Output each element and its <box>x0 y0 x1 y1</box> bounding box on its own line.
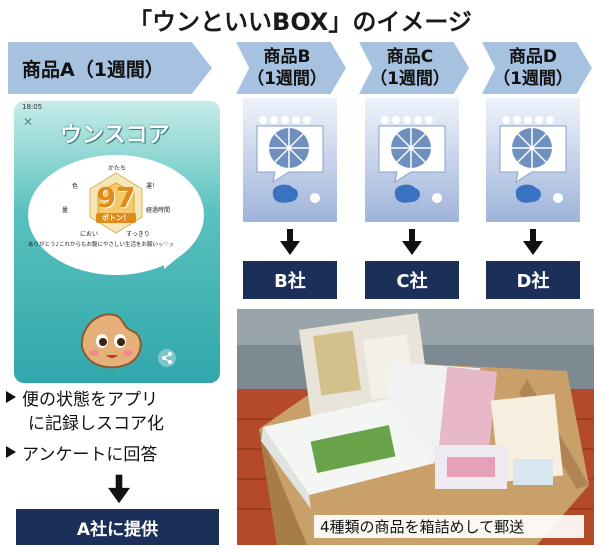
step-product-d-name: 商品D <box>508 47 558 67</box>
speech-bubble-tail <box>164 251 186 269</box>
company-b-box: B社 <box>243 261 337 299</box>
score-unit: ポトン！ <box>96 213 136 223</box>
box-photo <box>237 309 594 545</box>
bullet-survey-text: アンケートに回答 <box>22 445 158 465</box>
axis-label-refreshed: すっきり <box>126 231 150 238</box>
step-product-b-period: （1週間） <box>247 69 327 89</box>
stool-icon <box>499 116 567 203</box>
step-product-b: 商品B （1週間） <box>236 42 346 94</box>
box-photo-illustration <box>237 309 594 545</box>
photo-caption: 4種類の商品を箱詰めして郵送 <box>314 515 584 538</box>
bullet-record-line1: 便の状態をアプリ <box>22 390 158 410</box>
axis-label-shape: かたち <box>108 165 127 172</box>
triangle-bullet-icon <box>6 391 16 403</box>
app-message: ありがとう♪これからもお腹にやさしい生活をお願いッ♡ッ <box>28 242 174 248</box>
mascot-character <box>80 313 142 369</box>
score-value: 97 <box>96 181 136 214</box>
step-product-c: 商品C （1週間） <box>359 42 469 94</box>
close-icon[interactable]: ✕ <box>23 115 34 129</box>
axis-label-luck: 運！ <box>146 183 159 190</box>
page-title: 「ウンといいBOX」のイメージ <box>128 8 472 36</box>
step-product-a: 商品A（1週間） <box>8 42 212 94</box>
step-product-d-period: （1週間） <box>493 69 573 89</box>
product-c-card <box>365 98 459 222</box>
down-arrow-icon <box>402 229 422 255</box>
product-d-card <box>486 98 580 222</box>
stool-icon <box>378 116 446 203</box>
app-screenshot: 18:05 ✕ ウンスコア かたち 量 色 運！ 経過時間 におい すっきり 9… <box>14 101 220 383</box>
bullet-record: 便の状態をアプリ に記録しスコア化 <box>6 388 231 436</box>
company-d-box: D社 <box>486 261 580 299</box>
bullet-survey: アンケートに回答 <box>6 443 231 467</box>
step-product-a-label: 商品A（1週間） <box>22 58 164 81</box>
down-arrow-icon <box>108 474 130 504</box>
bullet-record-line2: に記録しスコア化 <box>28 414 164 434</box>
company-a-box: A社に提供 <box>16 509 219 545</box>
product-b-card <box>243 98 337 222</box>
step-product-b-name: 商品B <box>263 47 311 67</box>
status-time: 18:05 <box>22 103 43 111</box>
step-product-c-period: （1週間） <box>370 69 450 89</box>
step-product-c-name: 商品C <box>386 47 434 67</box>
axis-label-amount: 量 <box>62 207 69 214</box>
axis-label-color: 色 <box>72 183 79 190</box>
axis-label-smell: におい <box>80 231 99 238</box>
company-c-box: C社 <box>365 261 459 299</box>
share-icon[interactable] <box>158 349 176 367</box>
down-arrow-icon <box>523 229 543 255</box>
axis-label-elapsed: 経過時間 <box>146 207 171 214</box>
triangle-bullet-icon <box>6 446 16 458</box>
step-product-d: 商品D （1週間） <box>482 42 592 94</box>
app-title: ウンスコア <box>60 123 170 148</box>
stool-icon <box>256 116 324 203</box>
down-arrow-icon <box>280 229 300 255</box>
